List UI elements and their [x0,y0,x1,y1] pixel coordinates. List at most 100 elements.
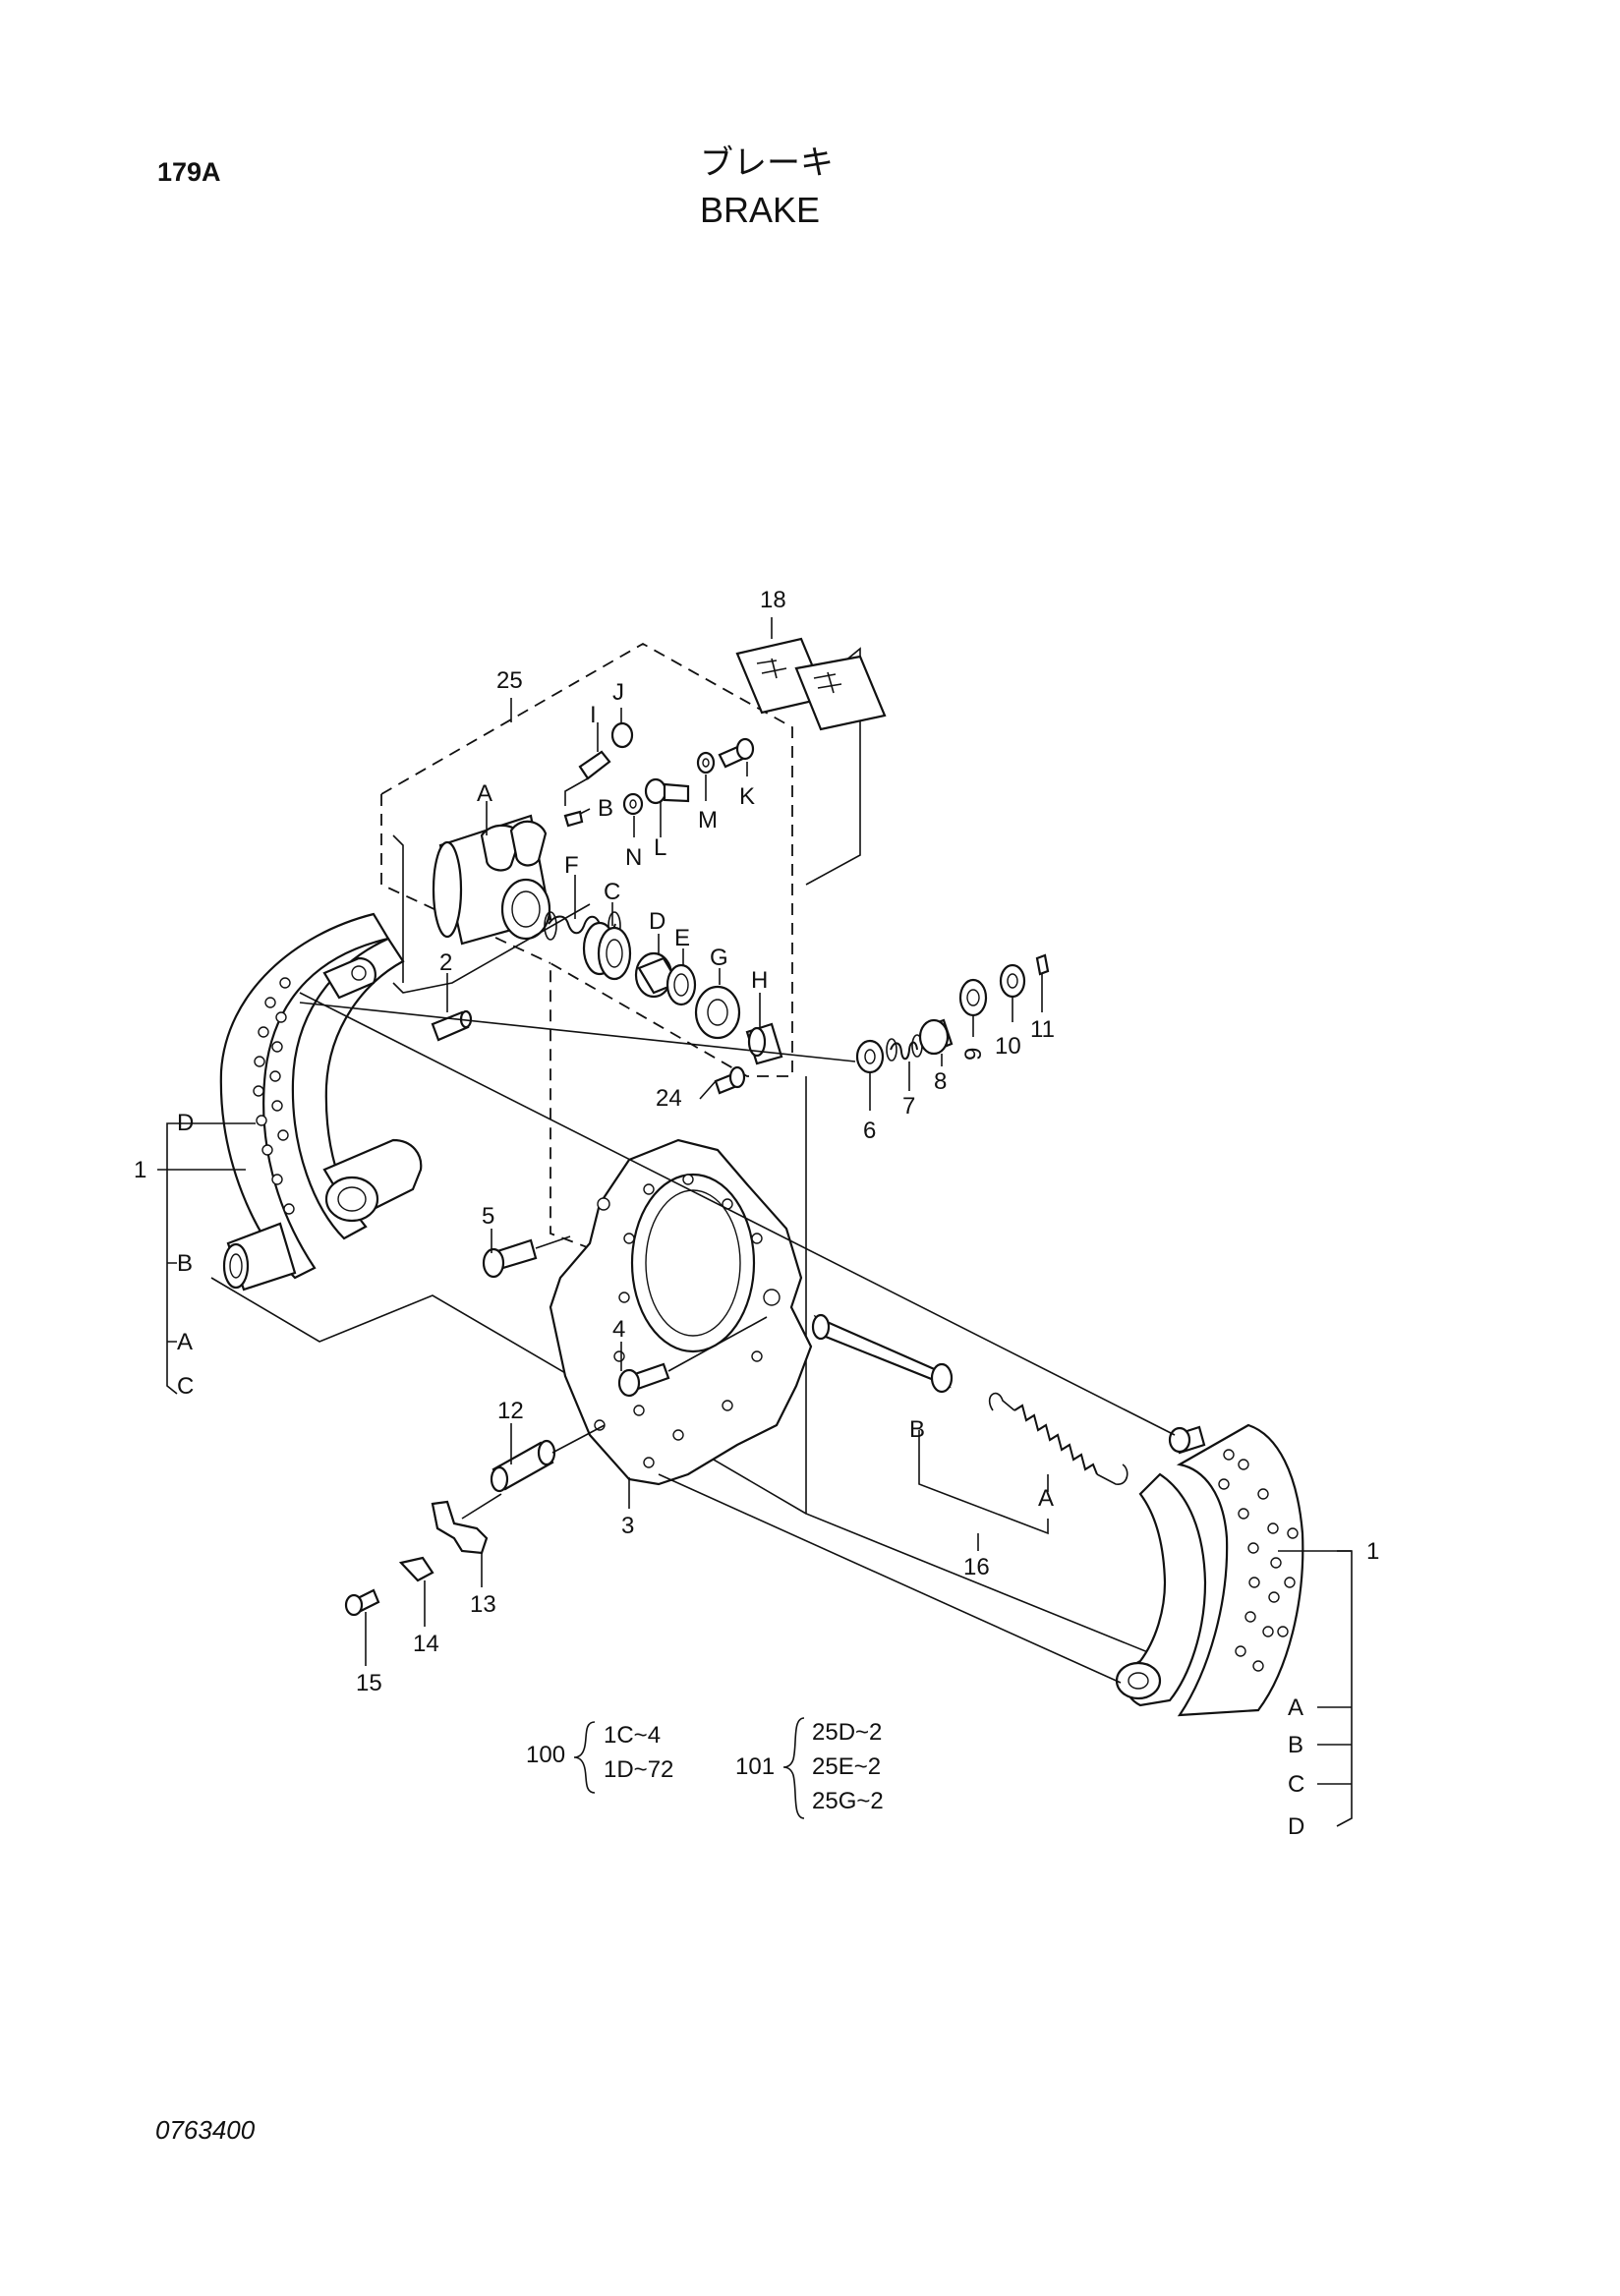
callout-3: 3 [621,1513,634,1539]
union-l [644,777,690,805]
seal-e [665,963,697,1006]
kit-100-number: 100 [526,1742,565,1768]
callout-18: 18 [760,587,786,613]
backing-plate-3 [549,1138,813,1486]
brake-shoe-left [219,912,423,1280]
document-number: 0763400 [155,2115,256,2145]
callout-15: 15 [356,1670,382,1696]
washer-n [622,792,644,816]
wheel-cylinder-a [392,814,591,994]
callout-left-b: B [177,1250,193,1277]
pin-12 [461,1424,606,1520]
brake-shoe-right [1115,1423,1304,1717]
bracket-right-1 [1278,1550,1353,1827]
nut-9 [958,978,988,1017]
washer-m [696,751,716,775]
callout-14: 14 [413,1631,439,1657]
bracket-left-1 [157,1122,256,1395]
callout-e: E [674,925,690,951]
kit-101-number: 101 [735,1753,775,1780]
callout-6: 6 [863,1118,876,1144]
callout-c: C [604,879,620,905]
callout-n: N [625,844,642,871]
callout-i: I [590,702,597,728]
kit-100-line-2: 1D~72 [604,1756,673,1783]
callout-f: F [564,852,579,879]
anchor-pin-5 [482,1235,571,1279]
callout-a-top: A [477,780,492,807]
callout-4: 4 [612,1316,625,1343]
callout-right-d: D [1288,1813,1304,1840]
return-spring-a16 [988,1392,1128,1485]
callout-11: 11 [1030,1016,1055,1043]
callout-j: J [612,679,624,706]
pin-h [745,1022,783,1065]
page-code: 179A [157,157,221,187]
pin-11 [1035,953,1050,976]
callout-left-c: C [177,1373,194,1400]
bushing-b-left [222,1222,297,1292]
callout-2: 2 [439,949,452,976]
adjuster-rod-b16 [811,1313,954,1394]
adjuster-axis-line [299,1002,856,1062]
spring-7 [886,1034,923,1062]
callout-10: 10 [995,1033,1021,1060]
leader-main-diagonal [299,992,1176,1436]
callout-b-top: B [598,795,613,822]
bleeder-screw-i [564,750,611,806]
callout-1-right: 1 [1366,1538,1379,1565]
kit-101-line-3: 25G~2 [812,1788,884,1814]
title-japanese: ブレーキ [700,144,834,182]
leader-dash-2 [392,834,404,983]
callout-12: 12 [497,1398,524,1424]
callout-right-c: C [1288,1771,1304,1798]
bolt-24 [714,1065,746,1095]
callout-right-b: B [1288,1732,1303,1758]
callout-8: 8 [934,1068,947,1095]
callout-16: 16 [963,1554,990,1580]
callout-k: K [739,783,755,810]
pin-4 [617,1316,768,1398]
kit-25-outline [380,642,793,1249]
callout-25: 25 [496,667,523,694]
bolt-k [718,737,755,769]
callout-leaders [365,617,1352,1666]
cup-c [582,921,632,981]
callout-1-left: 1 [134,1157,146,1183]
screw-b-small [563,810,584,828]
pin-2 [431,1009,473,1042]
kit-100-note: 100 1C~4 1D~72 [526,1721,673,1794]
kit-101-line-1: 25D~2 [812,1719,882,1746]
washer-6 [855,1039,885,1074]
callout-h: H [751,967,768,994]
callout-16-b: B [909,1416,925,1443]
clip-14 [398,1556,434,1582]
callout-16-a: A [1038,1485,1054,1512]
callout-l: L [654,834,666,861]
callout-m: M [698,807,718,833]
callout-24: 24 [656,1085,682,1112]
callout-g: G [710,945,728,971]
kit-101-line-2: 25E~2 [812,1753,881,1780]
lever-13 [431,1500,489,1555]
cap-j [610,721,634,749]
callout-labels: 18 25 J I K A B M N L F C D E G H 2 24 6… [134,587,1379,1840]
callout-right-a: A [1288,1694,1303,1721]
washer-10 [999,963,1026,999]
callout-left-a: A [177,1329,193,1355]
callout-7: 7 [902,1093,915,1119]
title-english: BRAKE [700,190,821,230]
kit-100-line-1: 1C~4 [604,1722,661,1749]
bolt-15 [344,1588,380,1617]
boot-g [694,985,741,1040]
callout-d: D [649,908,665,935]
lining-plate-18 [735,637,887,731]
callout-13: 13 [470,1591,496,1618]
callout-9: 9 [960,1048,987,1061]
kit-101-note: 101 25D~2 25E~2 25G~2 [735,1717,884,1819]
leader-b-right [658,1473,1122,1684]
callout-5: 5 [482,1203,494,1230]
adjuster-8 [918,1018,954,1056]
callout-left-d: D [177,1110,194,1136]
